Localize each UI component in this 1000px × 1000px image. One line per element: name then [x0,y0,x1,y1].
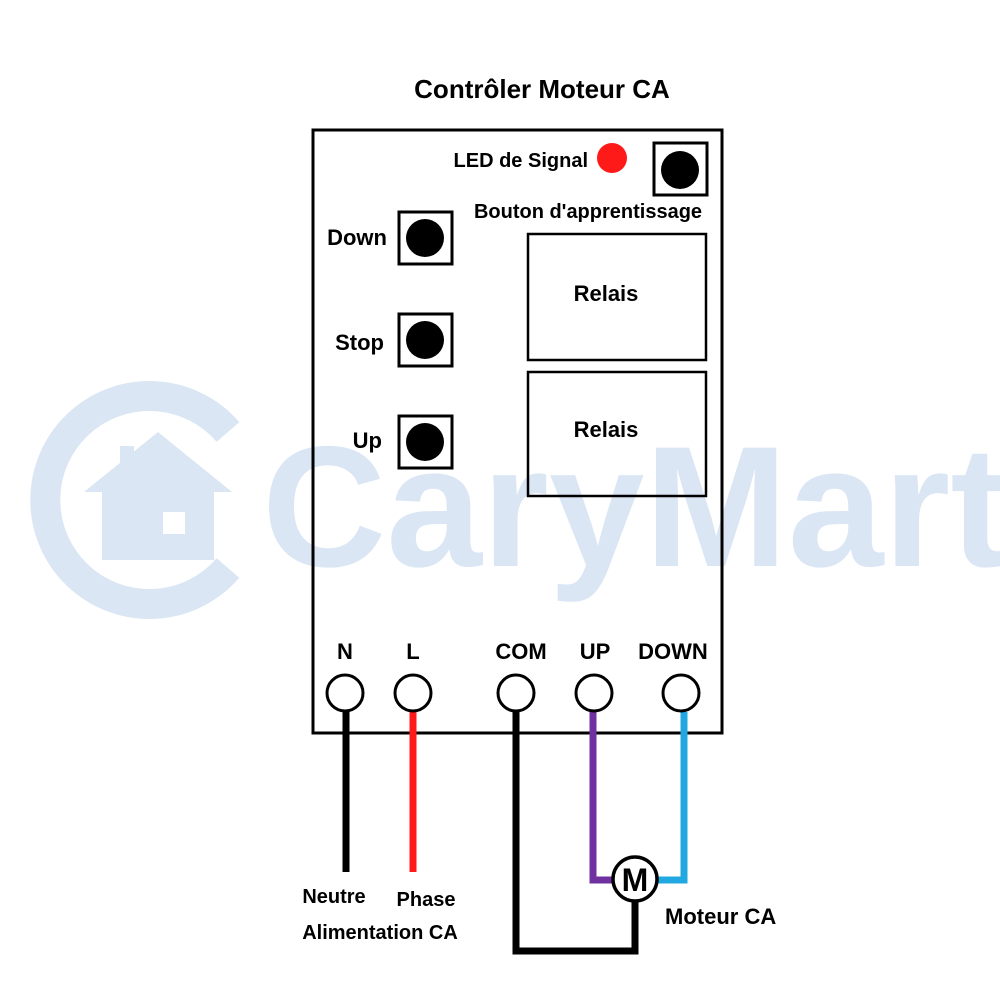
terminal-down-label: DOWN [638,639,708,664]
terminal-n-label: N [337,639,353,664]
relay-2-label: Relais [574,417,639,442]
neutral-label: Neutre [302,886,365,908]
power-supply-label: Alimentation CA [302,922,458,944]
terminal-l-icon [393,673,433,713]
motor-symbol: M [622,862,649,898]
stop-button-label: Stop [335,330,384,355]
com-wire [512,712,639,955]
carymart-watermark: CaryMart [30,381,1000,619]
up-button-label: Up [353,428,382,453]
terminal-com-label: COM [495,639,546,664]
terminal-up-label: UP [580,639,611,664]
terminal-up-icon [574,673,614,713]
relay-2 [526,370,708,498]
diagram-title: Contrôler Moteur CA [414,74,670,104]
terminal-l-label: L [406,639,419,664]
house-logo-icon [30,381,240,619]
down-button-label: Down [327,225,387,250]
led-label: LED de Signal [454,150,588,172]
terminal-n-icon [325,673,365,713]
learn-button [652,141,709,197]
motor-label: Moteur CA [665,904,776,929]
terminal-down-icon [661,673,701,713]
signal-led-icon [597,143,627,173]
watermark-text: CaryMart [262,411,1000,603]
up-button [397,414,454,470]
terminal-com-icon [496,673,536,713]
up-wire [589,712,613,884]
motor-icon [611,855,659,903]
phase-label: Phase [397,889,456,911]
relay-1-label: Relais [574,281,639,306]
relay-1 [526,232,708,362]
learn-button-label: Bouton d'apprentissage [474,201,702,223]
stop-button [397,312,454,368]
down-button [397,210,454,266]
down-wire [658,712,688,884]
